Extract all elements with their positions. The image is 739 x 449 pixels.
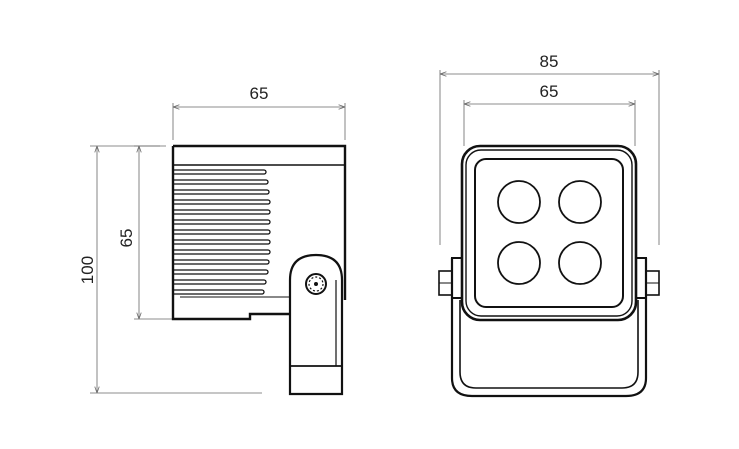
side-width-dimension: 65 [172,84,346,140]
side-mounting-bracket [288,253,344,396]
side-total-height-label: 100 [78,256,97,284]
led-lens-icon [558,180,602,224]
front-yoke-bracket [438,257,660,398]
front-inner-width-label: 65 [540,82,559,101]
led-lens-array [497,180,602,285]
front-view: 85 65 [438,52,660,398]
led-lens-icon [497,241,541,285]
front-outer-width-label: 85 [540,52,559,71]
side-height-dimension: 65 [117,145,172,320]
side-width-label: 65 [250,84,269,103]
bracket-knob-icon [305,273,327,295]
front-outer-width-dimension: 85 [439,52,660,245]
front-fixture-body [460,144,638,322]
led-lens-icon [558,241,602,285]
side-fixture-body [171,144,347,396]
side-total-height-dimension: 100 [78,145,262,394]
led-lens-icon [497,180,541,224]
side-view: 65 65 100 [78,84,347,396]
front-inner-width-dimension: 65 [463,82,636,146]
heat-sink-fins [173,169,271,295]
side-height-label: 65 [117,229,136,248]
